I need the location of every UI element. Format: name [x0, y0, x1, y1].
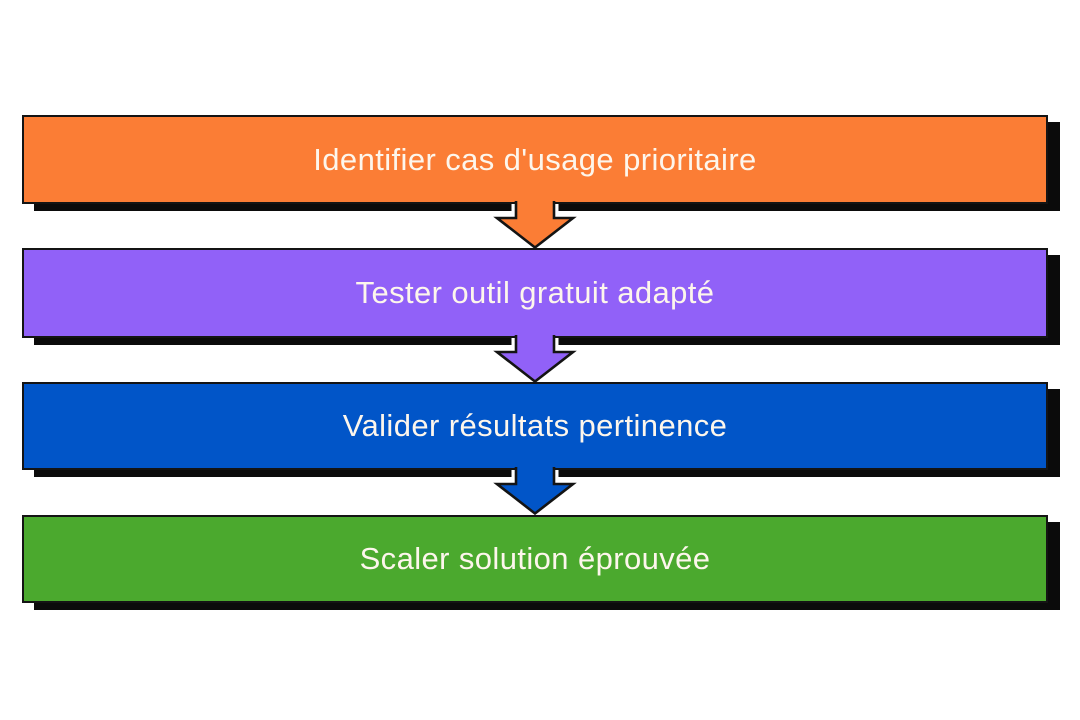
step-4-label: Scaler solution éprouvée	[359, 541, 711, 576]
step-2-label: Tester outil gratuit adapté	[355, 275, 715, 310]
arrow-fill-shape	[497, 201, 573, 248]
step-2-box: Tester outil gratuit adapté	[22, 248, 1048, 338]
arrow-fill-shape	[497, 335, 573, 382]
arrow-fill-shape	[497, 467, 573, 514]
step-1-box: Identifier cas d'usage prioritaire	[22, 115, 1048, 204]
step-4-box: Scaler solution éprouvée	[22, 515, 1048, 603]
arrow-down-icon	[493, 335, 577, 384]
arrow-down-icon	[493, 467, 577, 516]
arrow-down-icon	[493, 201, 577, 250]
step-3-label: Valider résultats pertinence	[342, 408, 728, 443]
step-3-box: Valider résultats pertinence	[22, 382, 1048, 470]
step-1-label: Identifier cas d'usage prioritaire	[313, 141, 757, 177]
